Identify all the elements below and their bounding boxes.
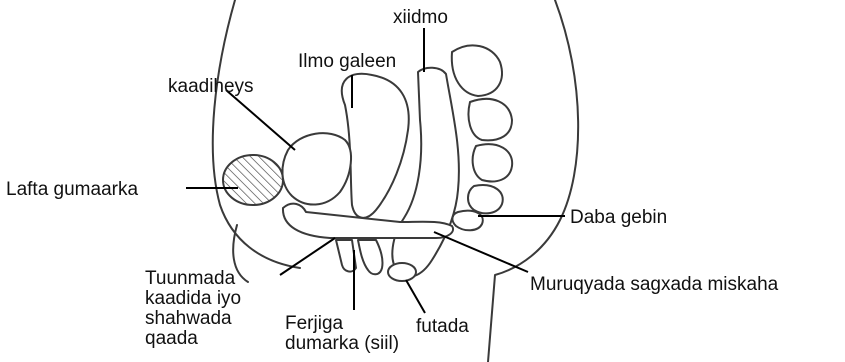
leader-muruqyada [434,232,528,272]
anus [388,263,416,281]
leader-tuunmada [280,238,335,275]
label-ilmo-galeen: Ilmo galeen [298,51,396,72]
label-ferjiga: Ferjiga dumarka (siil) [285,313,399,354]
leader-kaadiheys [226,90,295,150]
label-tuunmada: Tuunmada kaadida iyo shahwada qaada [145,268,246,349]
spine-vertebrae [452,45,512,230]
urethra-vagina [336,240,383,274]
label-daba-gebin: Daba gebin [570,207,667,228]
label-futada: futada [416,316,469,337]
bladder [282,133,351,204]
leader-futada [406,280,425,313]
label-muruqyada: Muruqyada sagxada miskaha [530,274,779,295]
label-lafta-gumaarka: Lafta gumaarka [6,179,138,200]
pubic-bone [223,155,283,205]
label-xiidmo: xiidmo [393,7,448,28]
label-kaadiheys: kaadiheys [168,76,254,97]
